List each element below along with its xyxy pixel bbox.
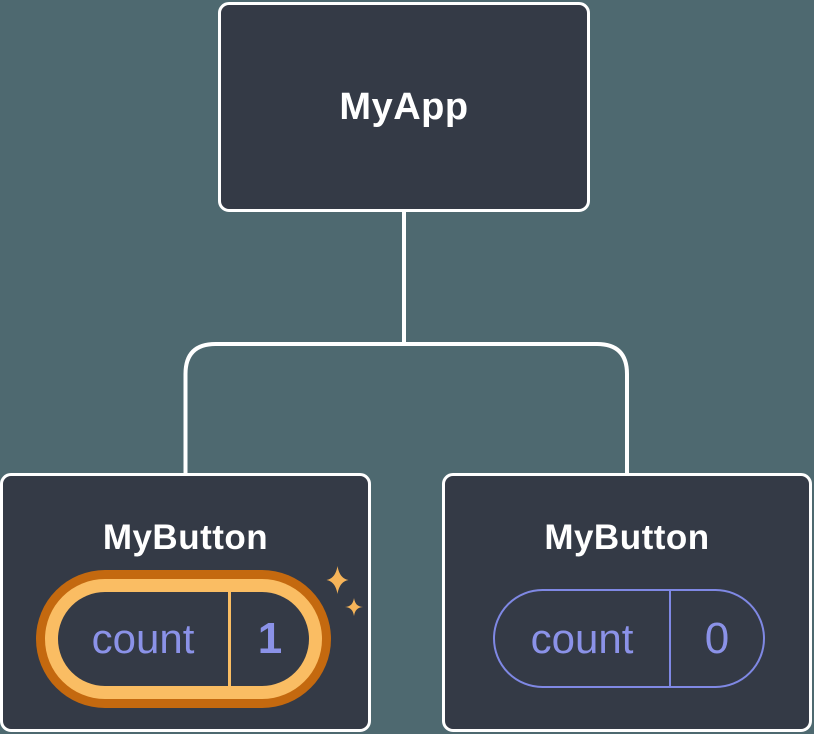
state-pill-highlight-ring: count 1: [45, 579, 322, 699]
state-pill: count 0: [493, 589, 765, 688]
state-value-cell: 1: [231, 592, 309, 686]
state-key-label: count: [91, 615, 195, 662]
node-label: MyApp: [339, 85, 469, 128]
node-myapp: MyApp: [218, 2, 590, 212]
state-key-cell: count: [495, 591, 671, 686]
node-label: MyButton: [102, 518, 269, 557]
state-value: 1: [257, 614, 283, 663]
node-label: MyButton: [544, 518, 710, 557]
state-value-cell: 0: [671, 591, 763, 686]
state-key-label: count: [530, 614, 634, 662]
state-pill-highlighted: count 1: [36, 570, 331, 708]
sparkles-icon: [326, 566, 363, 616]
state-pill-body: count 1: [58, 592, 309, 686]
state-value: 0: [704, 613, 730, 663]
state-key-cell: count: [58, 592, 231, 686]
